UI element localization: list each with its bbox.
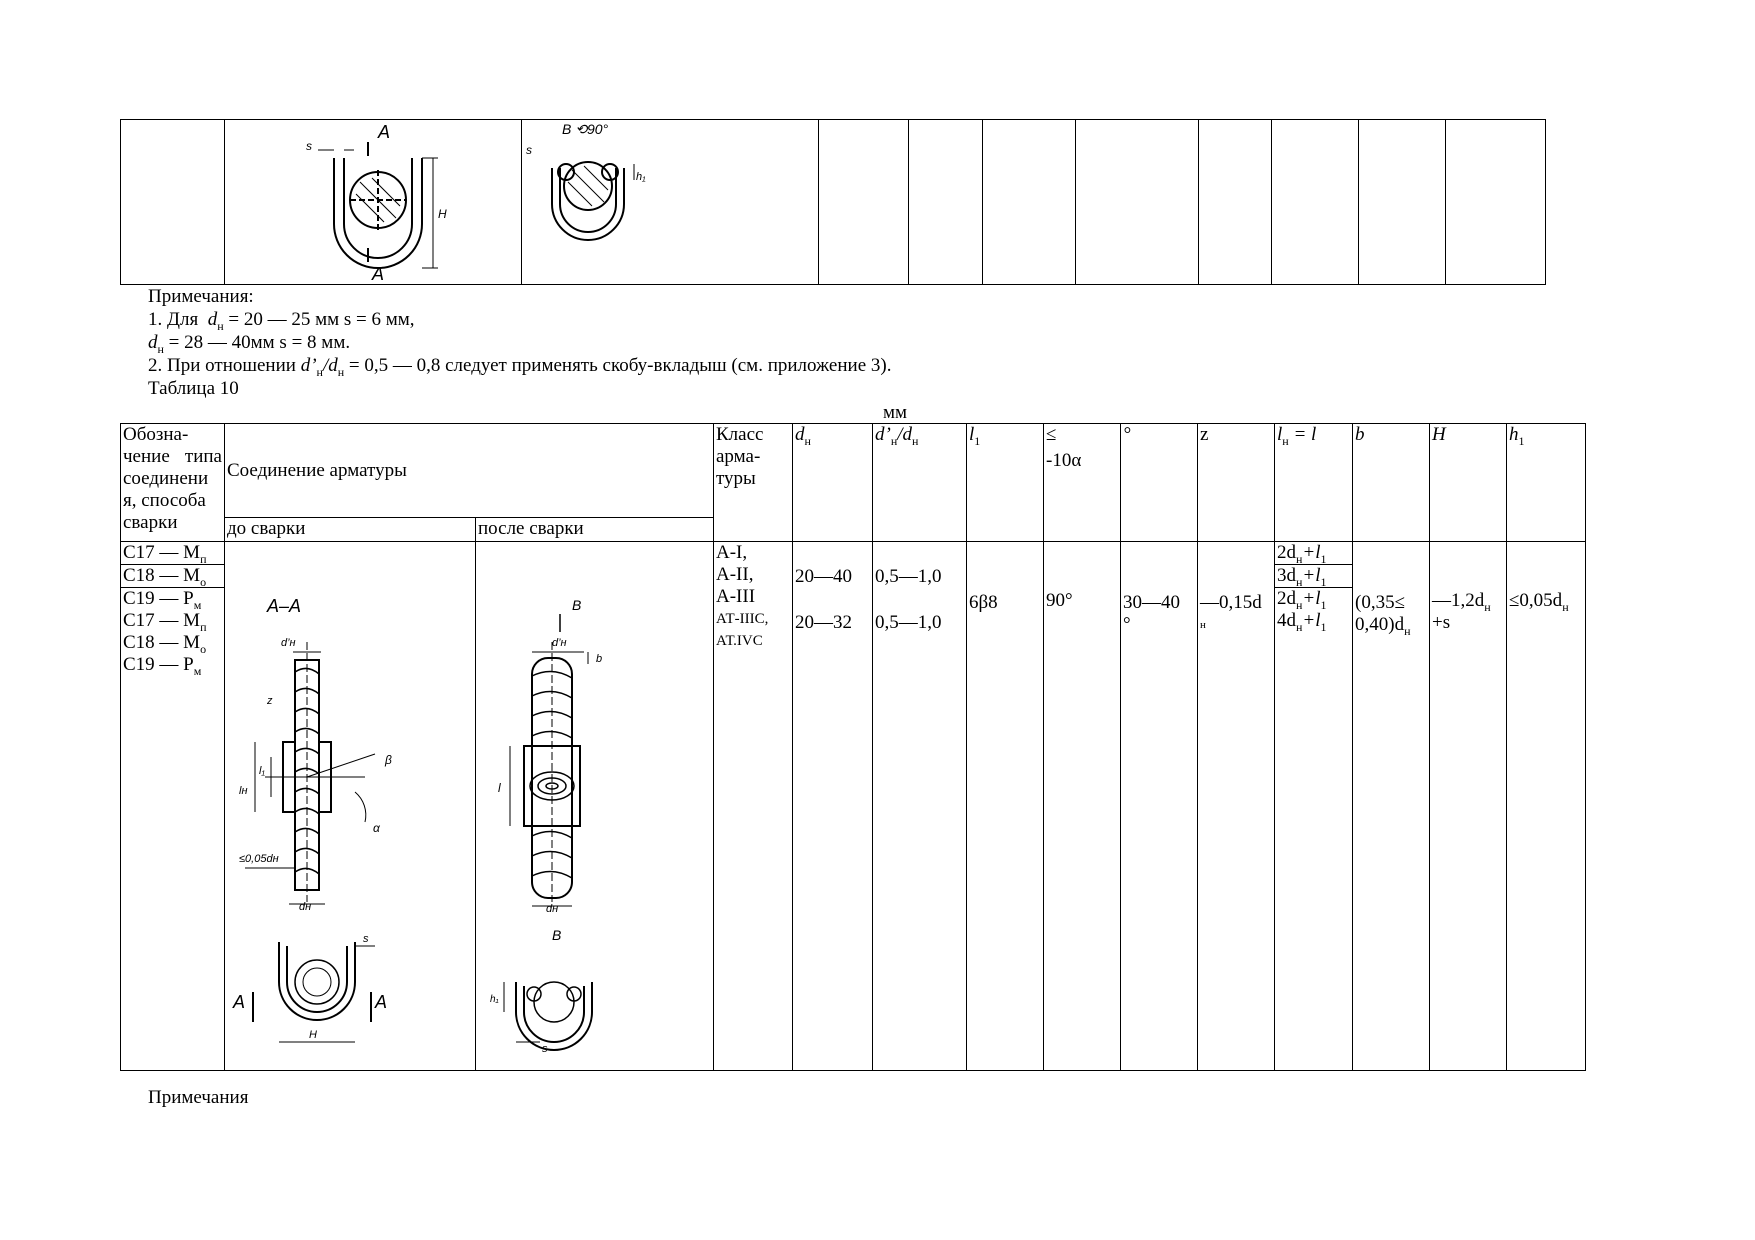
after-dn-label: dн [546, 903, 558, 915]
fig-label-h1: h₁ [636, 171, 646, 183]
s-label: s [363, 933, 369, 945]
alpha-label: α [373, 821, 381, 835]
type-code: С18 — Мо [123, 632, 207, 656]
top-table: s A A H B ⟲90° s [120, 119, 1546, 285]
view-top-label: B [572, 597, 581, 613]
fig-label-s: s [306, 139, 312, 153]
end-note: Примечания [148, 1087, 249, 1108]
beta-label: β [384, 753, 392, 767]
ln-value: 2dн+l1 [1275, 543, 1352, 565]
after-h1-label: h₁ [490, 994, 499, 1005]
section-label: А–А [266, 596, 301, 616]
b-cell: (0,35≤ 0,40)dн [1352, 541, 1430, 1071]
dn-prime-label: d’н [281, 637, 296, 649]
type-code: С17 — Мп [123, 610, 207, 634]
notes-block: Примечания: 1. Для dн = 20 — 25 мм s = 6… [148, 285, 891, 400]
note-line-1: 1. Для dн = 20 — 25 мм s = 6 мм, [148, 309, 415, 333]
note-line-3: 2. При отношении d’н/dн = 0,5 — 0,8 след… [148, 355, 892, 379]
class-cell: А-I, А-II, А-III АТ-IIIС, АТ.IVС [713, 541, 793, 1071]
ratio-cell: 0,5—1,0 0,5—1,0 [872, 541, 967, 1071]
ln-value: 4dн+l1 [1277, 610, 1327, 634]
top-cell [1271, 119, 1359, 285]
dn-label: dн [299, 901, 311, 913]
table-caption: Таблица 10 [148, 378, 239, 399]
h-label: H [309, 1029, 317, 1041]
header-ln: lн = l [1274, 423, 1353, 542]
header-b: b [1352, 423, 1430, 542]
fig-label-view: B ⟲90° [562, 121, 609, 137]
header-l1: l1 [966, 423, 1044, 542]
header-z: z [1197, 423, 1275, 542]
header-class: Класс арма-туры [713, 423, 793, 542]
top-cell [818, 119, 909, 285]
header-deg: ° [1120, 423, 1198, 542]
header-angle: ≤ -10α [1043, 423, 1121, 542]
top-cell [1198, 119, 1272, 285]
deg-cell: 30—40 ° [1120, 541, 1198, 1071]
unit-label: мм [883, 402, 908, 423]
h1-cell: ≤0,05dн [1506, 541, 1586, 1071]
type-code: С17 — Мп [121, 543, 224, 565]
ln-value: 2dн+l1 [1277, 588, 1327, 612]
h-cell: —1,2dн +s [1429, 541, 1507, 1071]
after-b-label: b [596, 653, 602, 665]
type-codes-cell: С17 — Мп С18 — Мо С19 — Рм С17 — Мп С18 … [120, 541, 225, 1071]
header-joint: Соединение арматуры [224, 423, 714, 518]
top-cell [1445, 119, 1546, 285]
after-l-label: l [498, 781, 501, 795]
header-after: после сварки [475, 517, 714, 542]
clamp-before-figure: s A A H [306, 122, 447, 282]
top-cell [982, 119, 1076, 285]
dn-cell: 20—40 20—32 [792, 541, 873, 1071]
view-bottom-label: B [552, 927, 561, 943]
ln-value: 3dн+l1 [1275, 565, 1352, 588]
header-h1: h1 [1506, 423, 1586, 542]
gap-label: ≤0,05dн [239, 853, 279, 865]
clamp-after-figure: B ⟲90° s h₁ [526, 121, 646, 241]
top-cell [1358, 119, 1446, 285]
after-welding-figure: B d’н b l dн B h₁ s [490, 597, 602, 1055]
l1-label: l₁ [259, 765, 265, 777]
fig-after-cell: B d’н b l dн B h₁ s [475, 541, 714, 1071]
header-before: до сварки [224, 517, 476, 542]
top-cell [908, 119, 983, 285]
ln-cell: 2dн+l1 3dн+l1 2dн+l1 4dн+l1 [1274, 541, 1353, 1071]
z-cell: —0,15d н [1197, 541, 1275, 1071]
header-dn: dн [792, 423, 873, 542]
before-welding-figure: А–А d’н z lн l₁ β α ≤0,05dн dн A A H s [232, 596, 392, 1043]
fig-before-cell: А–А d’н z lн l₁ β α ≤0,05dн dн A A H s [224, 541, 476, 1071]
fig-label-h: H [438, 207, 447, 221]
top-fig-after-cell: B ⟲90° s h₁ [521, 119, 819, 285]
type-code: С19 — Рм [123, 588, 202, 612]
notes-heading: Примечания: [148, 286, 254, 307]
top-fig-before-cell: s A A H [224, 119, 522, 285]
top-cell-empty [120, 119, 225, 285]
header-ratio: d’н/dн [872, 423, 967, 542]
table-10: Обозна-чение типа соединени я, способа с… [120, 423, 1586, 1071]
after-dn-prime-label: d’н [552, 637, 567, 649]
ln-label: lн [239, 785, 248, 797]
header-type: Обозна-чение типа соединени я, способа с… [120, 423, 225, 542]
angle-cell: 90° [1043, 541, 1121, 1071]
note-line-2: dн = 28 — 40мм s = 8 мм. [148, 332, 351, 356]
top-cell [1075, 119, 1199, 285]
type-code: С19 — Рм [123, 654, 202, 678]
a-right-label: A [374, 992, 387, 1012]
fig-label-a-top: A [377, 122, 390, 142]
header-h: H [1429, 423, 1507, 542]
l1-cell: 6β8 [966, 541, 1044, 1071]
z-label: z [266, 695, 273, 707]
a-left-label: A [232, 992, 245, 1012]
fig-label-s2: s [526, 143, 532, 157]
fig-label-a-bottom: A [371, 264, 384, 282]
type-code: С18 — Мо [121, 565, 224, 588]
